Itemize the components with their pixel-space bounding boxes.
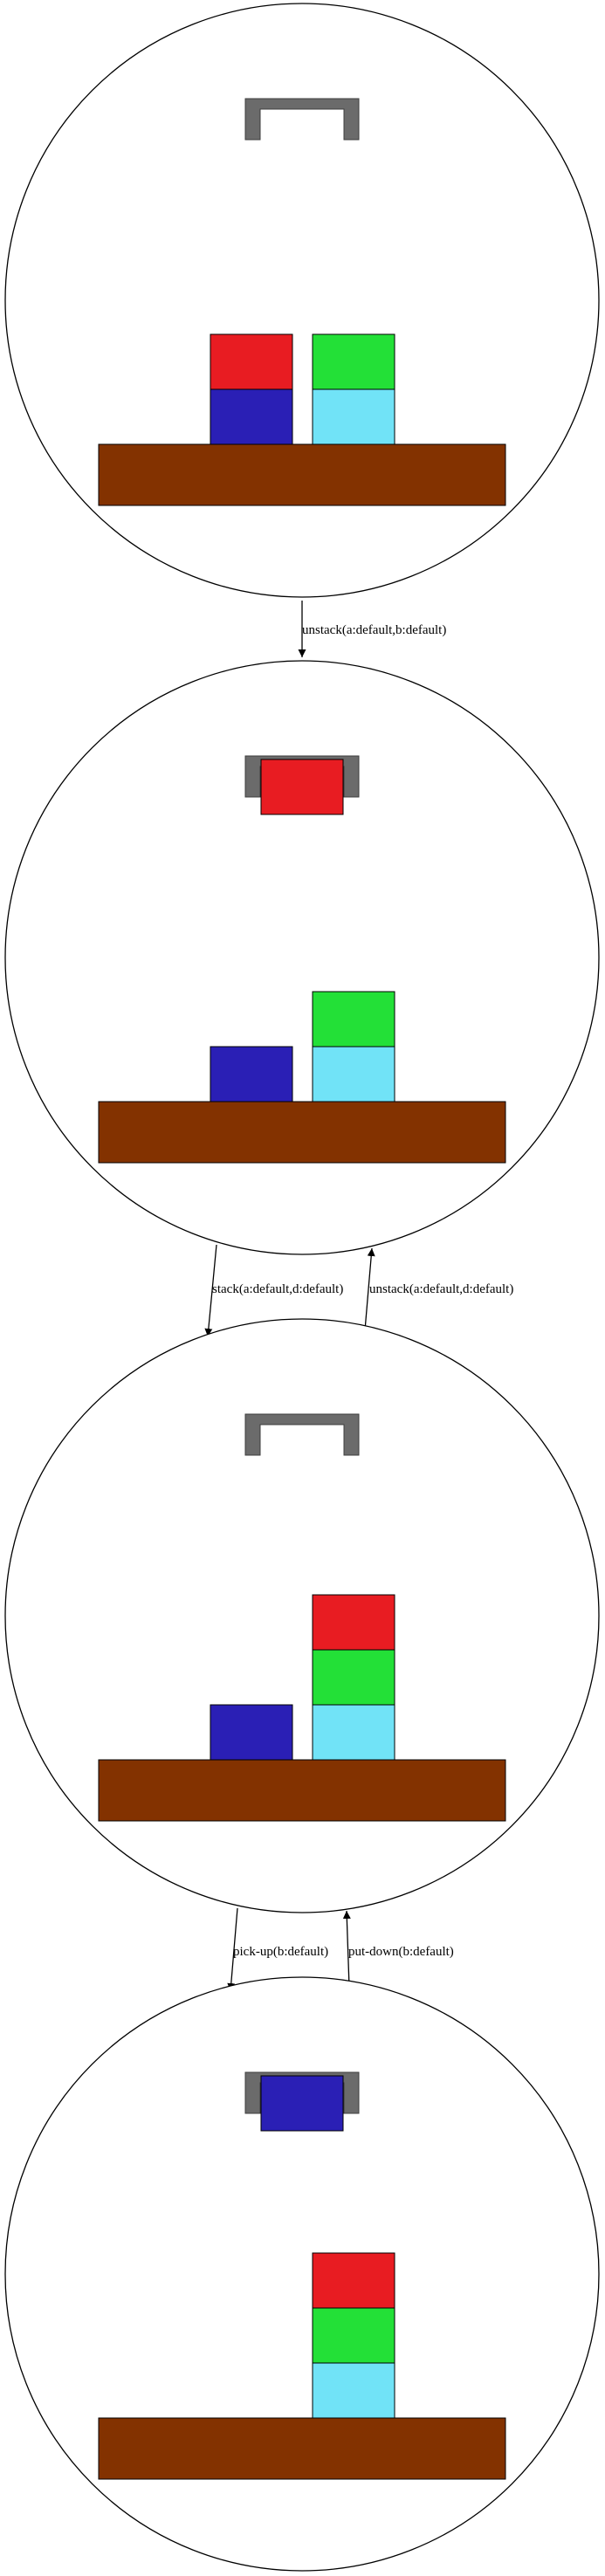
state-circle (4, 1318, 600, 1913)
edge-label-unstack-a-d: unstack(a:default,d:default) (369, 1282, 513, 1296)
block-c (312, 1046, 395, 1103)
held-block-b (260, 2075, 344, 2132)
block-c (312, 1704, 395, 1761)
table (98, 2417, 506, 2480)
edge-label-unstack-a-b: unstack(a:default,b:default) (302, 623, 446, 637)
edge-s1-s2 (204, 1244, 217, 1337)
edge-label-stack-a-d: stack(a:default,d:default) (212, 1282, 343, 1296)
state-node-s2 (4, 1318, 600, 1913)
state-circle (4, 660, 600, 1255)
edge-s2-s3 (227, 1907, 238, 1992)
block-d (312, 1649, 395, 1706)
block-d (312, 2307, 395, 2364)
gripper (244, 1413, 360, 1456)
table (98, 1101, 506, 1164)
block-d (312, 991, 395, 1048)
block-a (312, 1594, 395, 1651)
block-b (210, 388, 293, 445)
edge-label-put-down-b: put-down(b:default) (348, 1945, 454, 1959)
state-nodes (4, 3, 600, 2572)
state-circle (4, 3, 600, 598)
edge-s3-s2 (342, 1910, 351, 1988)
state-circle (4, 1976, 600, 2572)
block-a (210, 333, 293, 390)
edges: unstack(a:default,b:default) stack(a:def… (204, 601, 513, 1992)
block-d (312, 333, 395, 390)
block-b (210, 1046, 293, 1103)
gripper (244, 98, 360, 141)
state-node-s0 (4, 3, 600, 598)
block-a (312, 2252, 395, 2309)
block-b (210, 1704, 293, 1761)
table (98, 1759, 506, 1822)
state-node-s3 (4, 1976, 600, 2572)
edge-label-pick-up-b: pick-up(b:default) (233, 1945, 328, 1959)
table (98, 443, 506, 506)
state-node-s1 (4, 660, 600, 1255)
held-block-a (260, 759, 344, 815)
edge-s2-s1 (364, 1247, 375, 1331)
block-c (312, 388, 395, 445)
block-c (312, 2362, 395, 2419)
